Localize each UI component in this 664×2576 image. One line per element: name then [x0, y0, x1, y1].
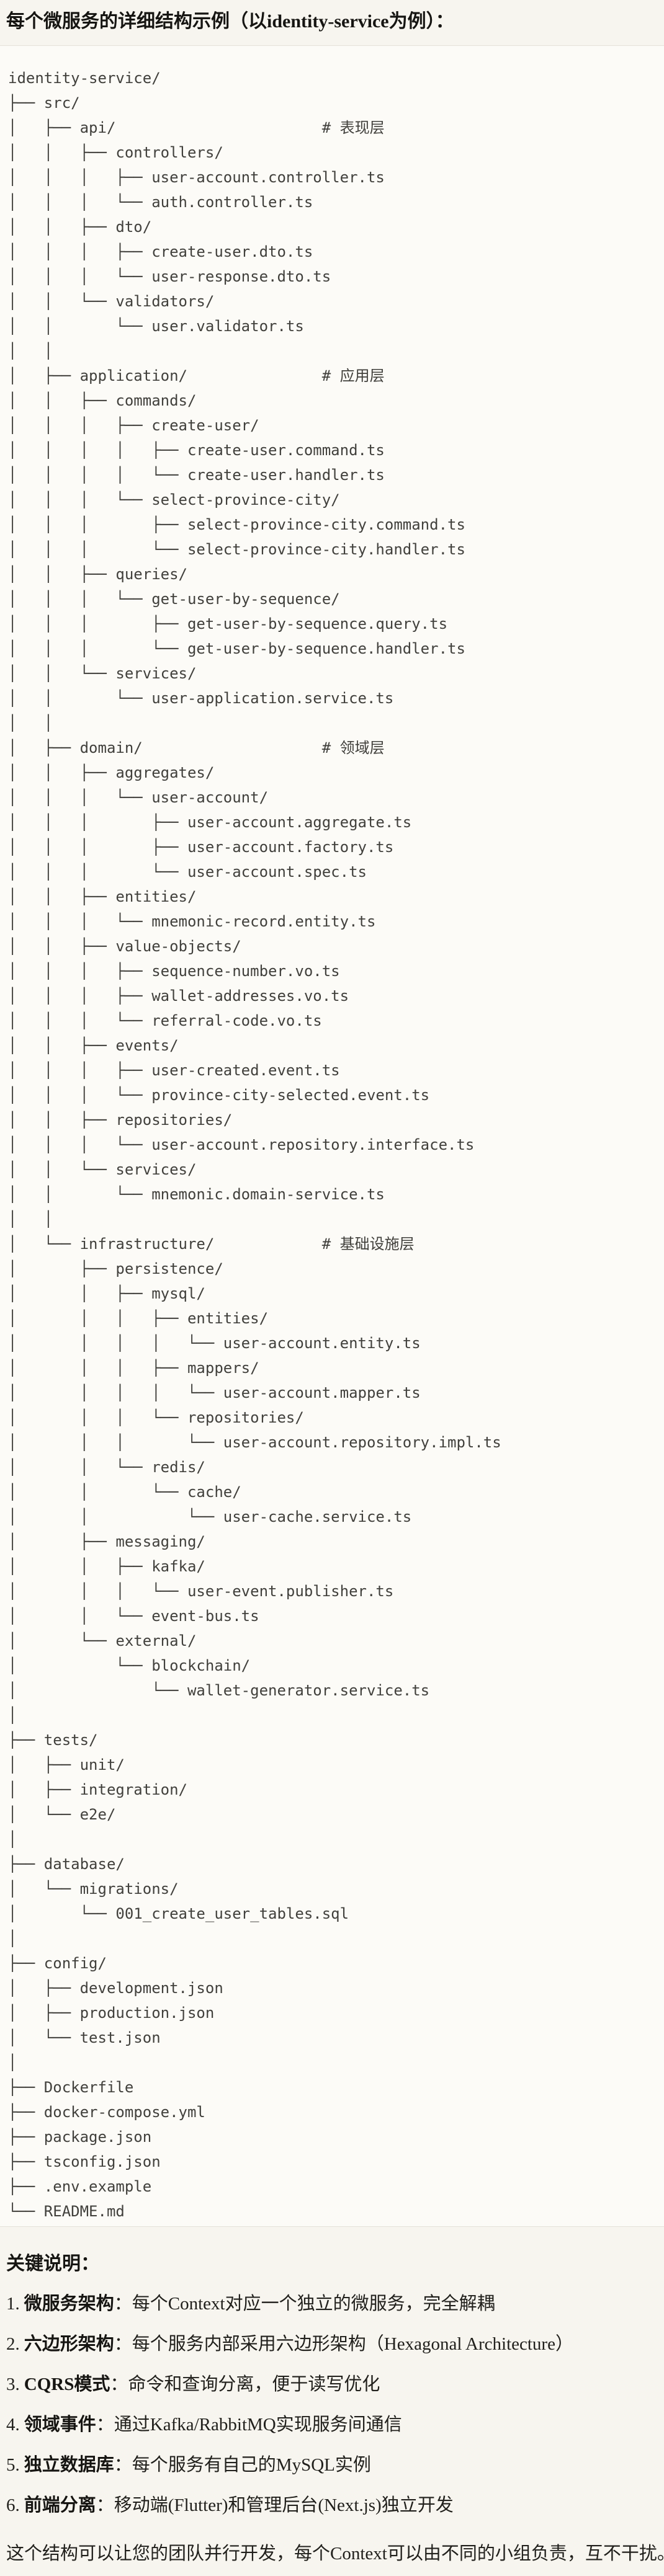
- note-item: 5.独立数据库：每个服务有自己的MySQL实例: [6, 2453, 658, 2477]
- note-separator: ：: [114, 2334, 132, 2354]
- note-separator: ：: [110, 2374, 128, 2394]
- note-number: 6.: [6, 2495, 20, 2515]
- note-item: 6.前端分离：移动端(Flutter)和管理后台(Next.js)独立开发: [6, 2493, 658, 2518]
- note-label: 独立数据库: [24, 2455, 114, 2475]
- notes-heading: 关键说明：: [6, 2254, 99, 2274]
- note-number: 4.: [6, 2415, 20, 2435]
- note-number: 3.: [6, 2374, 20, 2394]
- note-label: CQRS模式: [24, 2374, 110, 2394]
- note-separator: ：: [96, 2415, 114, 2435]
- note-description: 每个Context对应一个独立的微服务，完全解耦: [132, 2294, 495, 2314]
- note-item: 4.领域事件：通过Kafka/RabbitMQ实现服务间通信: [6, 2412, 658, 2437]
- note-separator: ：: [96, 2495, 114, 2515]
- directory-tree: identity-service/ ├── src/ │ ├── api/ # …: [8, 69, 501, 2220]
- code-block: identity-service/ ├── src/ │ ├── api/ # …: [0, 45, 664, 2227]
- page-title: 每个微服务的详细结构示例（以identity-service为例）：: [6, 11, 454, 32]
- note-label: 前端分离: [24, 2495, 96, 2515]
- note-number: 2.: [6, 2334, 20, 2354]
- note-label: 微服务架构: [24, 2294, 114, 2314]
- note-label: 六边形架构: [24, 2334, 114, 2354]
- note-separator: ：: [114, 2294, 132, 2314]
- note-description: 通过Kafka/RabbitMQ实现服务间通信: [114, 2415, 402, 2435]
- note-item: 2.六边形架构：每个服务内部采用六边形架构（Hexagonal Architec…: [6, 2332, 658, 2356]
- footer-note: 这个结构可以让您的团队并行开发，每个Context可以由不同的小组负责，互不干扰…: [6, 2544, 664, 2564]
- note-description: 每个服务内部采用六边形架构（Hexagonal Architecture）: [132, 2334, 573, 2354]
- note-label: 领域事件: [24, 2415, 96, 2435]
- note-number: 5.: [6, 2455, 20, 2475]
- note-item: 3.CQRS模式：命令和查询分离，便于读写优化: [6, 2372, 658, 2397]
- note-description: 每个服务有自己的MySQL实例: [132, 2455, 371, 2475]
- note-item: 1.微服务架构：每个Context对应一个独立的微服务，完全解耦: [6, 2291, 658, 2316]
- note-description: 移动端(Flutter)和管理后台(Next.js)独立开发: [114, 2495, 454, 2515]
- note-number: 1.: [6, 2294, 20, 2314]
- note-description: 命令和查询分离，便于读写优化: [128, 2374, 380, 2394]
- note-separator: ：: [114, 2455, 132, 2475]
